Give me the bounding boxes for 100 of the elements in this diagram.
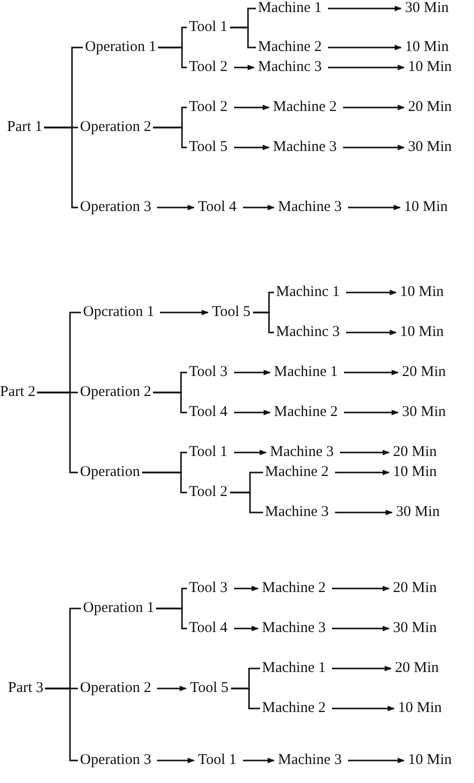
arrow bbox=[344, 410, 399, 416]
arrow bbox=[332, 586, 390, 592]
bracket-connector bbox=[44, 126, 78, 208]
node-label: Tool 3 bbox=[189, 364, 228, 381]
node-label: Tool 1 bbox=[189, 444, 228, 461]
node-label: Tool 2 bbox=[189, 99, 228, 116]
arrow bbox=[346, 330, 397, 336]
bracket-connector bbox=[156, 608, 187, 630]
node-label: Machine 1 bbox=[258, 0, 322, 17]
node-label: Machine 2 bbox=[258, 39, 322, 56]
node-label: 10 Min bbox=[393, 464, 437, 481]
node-label: Machine 2 bbox=[273, 99, 337, 116]
bracket-connector bbox=[153, 392, 187, 414]
node-label: Operation 1 bbox=[85, 39, 156, 56]
node-label: Operation 2 bbox=[80, 119, 152, 136]
arrow bbox=[157, 758, 195, 764]
node-label: Machine 3 bbox=[278, 752, 342, 769]
arrow bbox=[234, 626, 259, 632]
node-label: 10 Min bbox=[408, 752, 452, 769]
node-label: 10 Min bbox=[405, 39, 449, 56]
arrow bbox=[343, 144, 405, 150]
arrow bbox=[234, 64, 255, 70]
node-label: Machine 1 bbox=[274, 364, 338, 381]
node-label: Tool 3 bbox=[189, 580, 228, 597]
node-label: Operation 3 bbox=[80, 752, 152, 769]
node-label: Machine 2 bbox=[262, 580, 326, 597]
node-label: Machine 1 bbox=[262, 660, 326, 677]
arrow bbox=[332, 666, 392, 672]
bracket-connector bbox=[37, 392, 78, 474]
node-label: 30 Min bbox=[405, 0, 449, 17]
node-label: Machine 2 bbox=[274, 404, 338, 421]
arrow bbox=[234, 586, 259, 592]
node-label: Operation 1 bbox=[83, 600, 154, 617]
node-label: Tool 4 bbox=[189, 404, 228, 421]
node-label: Machine 3 bbox=[273, 139, 337, 156]
node-label: Tool 1 bbox=[198, 752, 237, 769]
arrow bbox=[335, 510, 393, 516]
node-label: Machinc 3 bbox=[258, 59, 322, 76]
arrow bbox=[234, 450, 267, 456]
node-label: Operation 3 bbox=[80, 199, 152, 216]
node-label: 20 Min bbox=[408, 99, 452, 116]
node-label: Machine 2 bbox=[262, 700, 326, 717]
arrow bbox=[234, 144, 270, 150]
node-label: Opcration 1 bbox=[83, 304, 154, 321]
arrow bbox=[348, 204, 401, 210]
node-label: 20 Min bbox=[393, 580, 437, 597]
bracket-connector bbox=[153, 126, 187, 148]
arrow bbox=[157, 204, 195, 210]
arrow bbox=[243, 204, 275, 210]
bracket-connector bbox=[230, 26, 256, 48]
node-label: Machine 2 bbox=[265, 464, 329, 481]
node-label: Part 2 bbox=[0, 384, 36, 401]
bracket-connector bbox=[231, 688, 260, 710]
arrow bbox=[344, 370, 399, 376]
arrow bbox=[234, 410, 271, 416]
node-label: Machinc 3 bbox=[276, 324, 340, 341]
node-label: Machine 3 bbox=[270, 444, 334, 461]
node-label: 30 Min bbox=[393, 620, 437, 637]
node-label: 10 Min bbox=[400, 284, 444, 301]
arrow bbox=[332, 626, 390, 632]
node-label: Tool 4 bbox=[198, 199, 237, 216]
node-label: Tool 2 bbox=[189, 484, 228, 501]
node-label: 10 Min bbox=[408, 59, 452, 76]
node-label: Machine 3 bbox=[278, 199, 342, 216]
node-label: 10 Min bbox=[398, 700, 442, 717]
arrow bbox=[343, 104, 405, 110]
arrow bbox=[346, 290, 397, 296]
node-label: Machinc 1 bbox=[276, 284, 340, 301]
arrow bbox=[160, 310, 209, 316]
node-label: Part 3 bbox=[8, 680, 44, 697]
node-label: Part 1 bbox=[7, 119, 42, 136]
node-label: Operation 2 bbox=[80, 680, 152, 697]
node-label: Tool 5 bbox=[212, 304, 251, 321]
arrow bbox=[348, 758, 405, 764]
arrow bbox=[328, 6, 402, 12]
arrow bbox=[328, 64, 405, 70]
node-label: Tool 2 bbox=[189, 59, 228, 76]
node-label: Machine 3 bbox=[262, 620, 326, 637]
node-label: Tool 5 bbox=[189, 139, 228, 156]
arrow bbox=[234, 104, 270, 110]
arrow bbox=[243, 758, 275, 764]
node-label: 10 Min bbox=[400, 324, 444, 341]
node-label: Tool 1 bbox=[189, 19, 228, 36]
node-label: 30 Min bbox=[402, 404, 446, 421]
node-label: 30 Min bbox=[396, 504, 440, 521]
node-label: 20 Min bbox=[393, 444, 437, 461]
arrow bbox=[340, 450, 390, 456]
node-label: 20 Min bbox=[395, 660, 439, 677]
bracket-connector bbox=[230, 492, 263, 514]
node-label: 20 Min bbox=[402, 364, 446, 381]
node-label: Tool 4 bbox=[189, 620, 228, 637]
arrow bbox=[157, 686, 187, 692]
bracket-connector bbox=[142, 472, 187, 494]
node-label: Operation bbox=[80, 464, 140, 481]
node-label: 30 Min bbox=[408, 139, 452, 156]
bracket-connector bbox=[45, 688, 78, 762]
arrow bbox=[234, 370, 271, 376]
arrow bbox=[332, 706, 395, 712]
bracket-connector bbox=[158, 46, 187, 68]
node-label: Tool 5 bbox=[190, 680, 229, 697]
